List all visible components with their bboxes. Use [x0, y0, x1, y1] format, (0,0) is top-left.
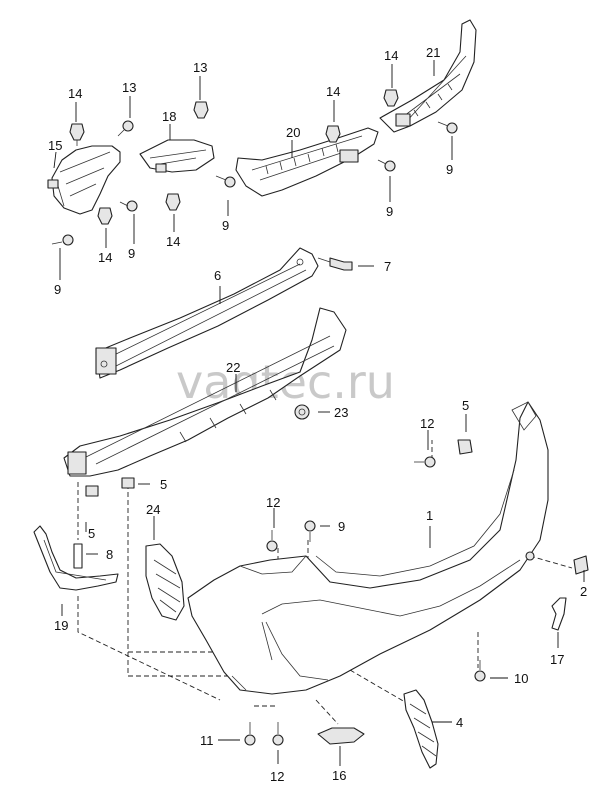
- clip-14-left-bottom: [97, 207, 113, 225]
- left-vent-grille: [145, 543, 185, 621]
- callout-labels: 1 2 4 5 5 5 6 7 8 9 9 9 9 9 9 10 11 12 1…: [48, 45, 587, 784]
- callout-7: 7: [384, 259, 391, 274]
- callout-8: 8: [106, 547, 113, 562]
- screw-9-left-a: [119, 200, 138, 212]
- clip-5-left: [85, 485, 99, 497]
- callout-13-center: 13: [193, 60, 207, 75]
- pin-8: [73, 543, 83, 569]
- bolt-7: [317, 257, 353, 271]
- rear-guide-20: [235, 127, 379, 197]
- callout-14-e: 14: [384, 48, 398, 63]
- callout-9-f: 9: [338, 519, 345, 534]
- left-guide-bracket: [47, 145, 121, 215]
- screw-9-guide21: [437, 121, 458, 134]
- side-guide-19: [33, 525, 119, 591]
- leader-lines: [53, 60, 585, 766]
- screw-10: [474, 660, 486, 682]
- callout-12-mid: 12: [266, 495, 280, 510]
- clip-14-guide21: [383, 89, 399, 107]
- assembly-lines: [77, 440, 573, 725]
- nut-23: [294, 404, 310, 420]
- center-guide-bracket: [139, 139, 215, 173]
- callout-5-right: 5: [462, 398, 469, 413]
- callout-15: 15: [48, 138, 62, 153]
- callout-14-a: 14: [68, 86, 82, 101]
- screw-11: [244, 722, 256, 746]
- callout-19: 19: [54, 618, 68, 633]
- callout-24: 24: [146, 502, 160, 517]
- callout-17: 17: [550, 652, 564, 667]
- callout-9-b: 9: [128, 246, 135, 261]
- callout-2: 2: [580, 584, 587, 599]
- screw-9-bottom: [304, 520, 316, 542]
- callout-22: 22: [226, 360, 240, 375]
- callout-14-c: 14: [166, 234, 180, 249]
- screw-12-right: [414, 456, 436, 468]
- callout-10: 10: [514, 671, 528, 686]
- screw-12-bottom: [272, 722, 284, 746]
- callout-6: 6: [214, 268, 221, 283]
- clip-5-right: [457, 439, 473, 455]
- bumper-carrier: [63, 307, 347, 477]
- bumper-cover: [187, 401, 549, 695]
- clip-14-guide20: [325, 125, 341, 143]
- callout-1: 1: [426, 508, 433, 523]
- callout-9-c: 9: [222, 218, 229, 233]
- callout-9-e: 9: [446, 162, 453, 177]
- rear-guide-21: [379, 19, 477, 133]
- screw-13-left: [117, 120, 134, 137]
- callout-18: 18: [162, 109, 176, 124]
- callout-23: 23: [334, 405, 348, 420]
- clip-14-center: [165, 193, 181, 211]
- screw-9-left-b: [51, 234, 74, 246]
- callout-5-center: 5: [160, 477, 167, 492]
- callout-16: 16: [332, 768, 346, 783]
- callout-9-d: 9: [386, 204, 393, 219]
- callout-4: 4: [456, 715, 463, 730]
- right-vent-grille: [403, 689, 439, 769]
- callout-11: 11: [200, 733, 214, 748]
- clip-13-center: [193, 101, 209, 119]
- callout-14-d: 14: [326, 84, 340, 99]
- trim-17: [551, 597, 567, 631]
- clip-5-center: [121, 477, 135, 489]
- callout-13-left: 13: [122, 80, 136, 95]
- callout-14-b: 14: [98, 250, 112, 265]
- callout-5-left: 5: [88, 526, 95, 541]
- reflector-16: [317, 727, 365, 745]
- cap-2: [573, 555, 589, 575]
- screw-9-center: [215, 175, 236, 188]
- callout-12-right: 12: [420, 416, 434, 431]
- screw-9-guide20: [377, 159, 396, 172]
- callout-20: 20: [286, 125, 300, 140]
- impact-beam: [95, 247, 319, 379]
- callout-21: 21: [426, 45, 440, 60]
- screw-12-mid: [266, 530, 278, 552]
- callout-12-bottom: 12: [270, 769, 284, 784]
- callout-9-a: 9: [54, 282, 61, 297]
- clip-14-left-top: [69, 123, 85, 146]
